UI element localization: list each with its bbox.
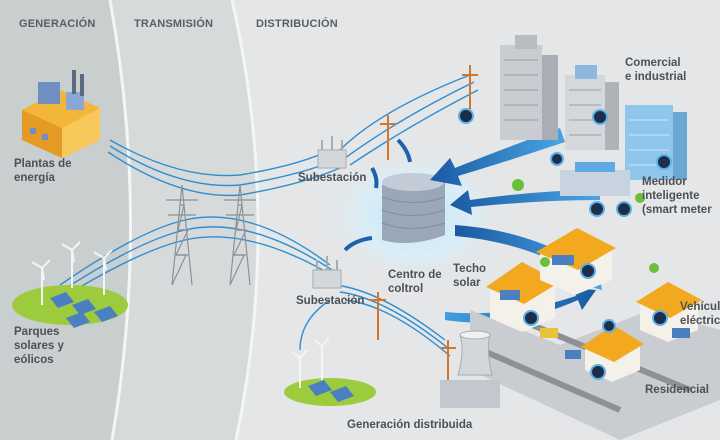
label-electric-vehicle: Vehícul eléctric	[680, 301, 720, 327]
tower-left	[166, 184, 198, 286]
smart-meter-icon	[592, 109, 608, 125]
smart-meter-icon	[590, 364, 606, 380]
utility-poles	[370, 65, 478, 385]
smart-meter-icon	[656, 154, 672, 170]
label-distributed-generation: Generación distribuida	[347, 419, 473, 431]
smart-meter-icons	[458, 108, 672, 380]
smart-meter-icon	[580, 263, 596, 279]
power-plant-illustration	[22, 70, 100, 158]
smart-meter-icon	[589, 201, 605, 217]
label-solar-wind-parks: Parques solares y eólicos	[14, 326, 64, 366]
label-power-plants: Plantas de energía	[14, 158, 72, 184]
smart-meter-icon	[550, 152, 564, 166]
label-substation-bottom: Subestación	[296, 295, 365, 307]
distributed-generation-illustration	[284, 330, 500, 408]
label-smart-meter: Medidor inteligente (smart meter	[642, 176, 712, 216]
control-center-building	[381, 173, 446, 244]
generation-zone	[0, 0, 131, 440]
smart-meter-icon	[523, 310, 539, 326]
zone-bands	[0, 0, 260, 440]
label-residential: Residencial	[645, 384, 709, 396]
smart-meter-icon	[602, 319, 616, 333]
tower-right	[224, 184, 256, 286]
substation-bottom-illustration	[312, 256, 342, 289]
transmission-towers	[166, 184, 256, 286]
zone-label-distribution: DISTRIBUCIÓN	[256, 18, 338, 30]
flow-arrows	[343, 128, 602, 323]
label-rooftop-solar: Techo solar	[453, 263, 487, 289]
residential-houses	[468, 228, 720, 440]
substation-top-illustration	[317, 136, 347, 169]
zone-label-generation: GENERACIÓN	[19, 18, 96, 30]
zone-label-transmission: TRANSMISIÓN	[134, 18, 214, 30]
smart-meter-icon	[458, 108, 474, 124]
label-control-center: Centro de coltrol	[388, 269, 442, 295]
power-lines	[59, 74, 479, 357]
wind-solar-park	[12, 241, 128, 328]
arrow-to-control	[430, 128, 565, 186]
label-commercial-industrial: Comercial e industrial	[625, 57, 687, 83]
smart-meter-icon	[652, 310, 668, 326]
smart-meter-icon	[616, 201, 632, 217]
label-substation-top: Subestación	[298, 172, 367, 184]
